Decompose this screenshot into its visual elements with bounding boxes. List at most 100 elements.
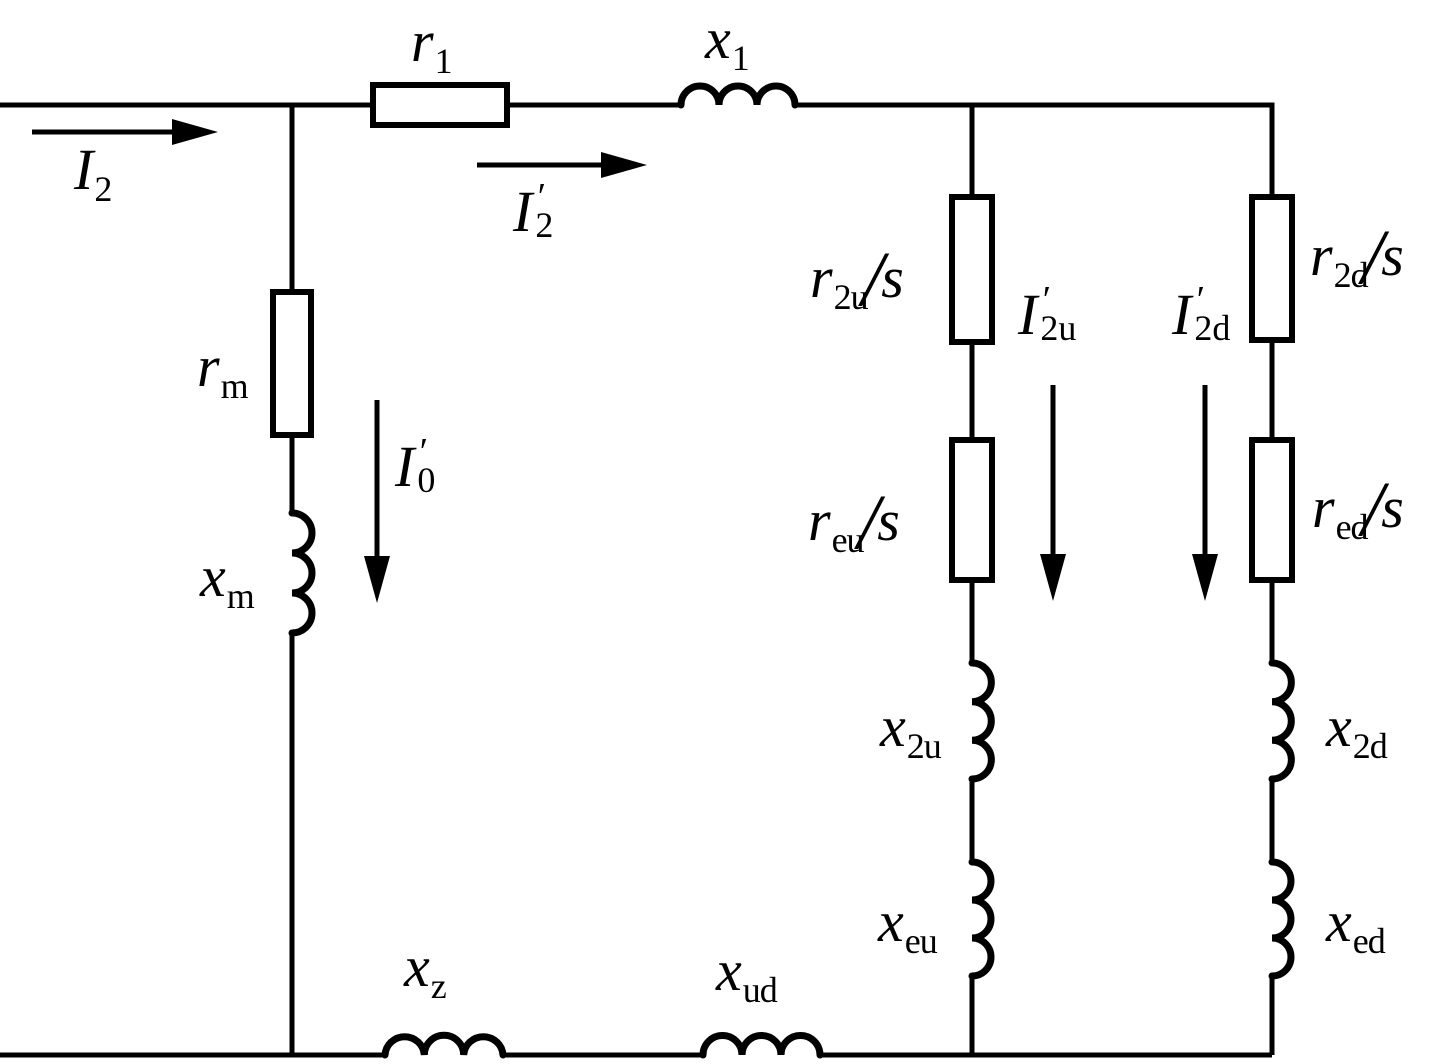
label-i2dp-stack: ′2d: [1194, 279, 1231, 348]
coil-body: [677, 82, 799, 109]
label-i2dp-prime: ′: [1194, 279, 1203, 322]
current-arrow-i2: [32, 119, 218, 145]
label-i2p-stack: ′2: [535, 178, 554, 245]
current-arrow-i0-prime: [364, 400, 390, 603]
label-x2u: x2u: [880, 698, 942, 766]
arrow-head: [601, 152, 647, 178]
label-xeu: xeu: [878, 893, 938, 961]
label-r2us-sub: 2u: [833, 276, 869, 317]
label-red-over-s: red/s: [1312, 470, 1404, 548]
label-r2ds-base: r: [1310, 223, 1333, 289]
label-x2u-base: x: [880, 694, 906, 759]
label-r2d-over-s: r2d/s: [1310, 218, 1404, 296]
label-i2p-sub: 2: [535, 204, 554, 245]
resistor-r1: [370, 82, 510, 128]
inductor-xed: [1268, 858, 1295, 980]
label-xeu-base: x: [878, 889, 904, 954]
label-xed-sub: ed: [1352, 920, 1386, 961]
inductor-x2d: [1268, 659, 1295, 783]
current-arrow-i2u-prime: [1040, 385, 1066, 601]
label-i2: I2: [74, 141, 112, 209]
inductor-x2u: [968, 659, 995, 783]
label-r1-base: r: [411, 9, 434, 74]
label-r2ds-sub: 2d: [1333, 254, 1369, 295]
label-rm-base: r: [197, 334, 220, 399]
label-reu-over-s: reu/s: [808, 483, 900, 561]
label-xed: xed: [1326, 893, 1386, 961]
label-r2ds-slash: /: [1361, 213, 1384, 300]
label-xz: xz: [404, 938, 447, 1006]
resistor-red-s: [1249, 437, 1295, 583]
label-x2d: x2d: [1326, 698, 1388, 766]
inductor-x1: [677, 82, 799, 109]
current-arrow-i2-prime: [477, 152, 647, 178]
label-xm-sub: m: [226, 575, 255, 616]
label-r1-sub: 1: [434, 40, 453, 81]
label-r2us-base: r: [810, 245, 833, 311]
current-arrow-i2d-prime: [1192, 385, 1218, 601]
magnetizing-branch: [270, 105, 316, 1055]
label-xud-sub: ud: [742, 969, 778, 1010]
resistor-r2u-s: [949, 194, 995, 345]
label-i2up-base: I: [1018, 282, 1038, 347]
label-x2d-sub: 2d: [1352, 725, 1388, 766]
arrow-head: [1192, 554, 1218, 601]
resistor-body: [370, 82, 510, 128]
resistor-reu-s: [949, 437, 995, 583]
forward-branch-u: [949, 105, 995, 1055]
label-i2-prime: I′2: [513, 178, 554, 245]
label-i0p-sub: 0: [417, 459, 436, 500]
label-r2us-slash: /: [861, 235, 884, 322]
label-xed-base: x: [1326, 889, 1352, 954]
label-xud-base: x: [716, 938, 742, 1003]
label-i2up-prime: ′: [1040, 279, 1049, 322]
label-r2ds-den: s: [1381, 223, 1404, 289]
label-reus-slash: /: [857, 478, 880, 565]
label-reds-slash: /: [1361, 465, 1384, 552]
label-reds-den: s: [1381, 475, 1404, 541]
backward-branch-d: [1249, 194, 1295, 1055]
resistor-r2d-s: [1249, 194, 1295, 343]
label-i2dp-sub: 2d: [1194, 307, 1231, 348]
label-i2up-stack: ′2u: [1040, 279, 1077, 348]
label-i2dp-base: I: [1172, 282, 1192, 347]
label-r1: r1: [411, 13, 453, 81]
label-i0p-base: I: [395, 434, 415, 499]
inductor-xm: [288, 509, 316, 637]
label-xm: xm: [200, 548, 255, 616]
arrow-head: [172, 119, 218, 145]
label-x1-base: x: [705, 6, 731, 71]
label-i2-base: I: [74, 137, 94, 202]
top-rail-wire: [0, 102, 1275, 197]
label-xm-base: x: [200, 544, 226, 609]
arrow-head: [1040, 554, 1066, 601]
label-reus-base: r: [808, 488, 831, 554]
arrow-head: [364, 556, 390, 603]
label-i0-prime: I′0: [395, 431, 436, 500]
label-xz-sub: z: [430, 965, 447, 1006]
resistor-rm: [270, 289, 314, 438]
label-reds-base: r: [1312, 475, 1335, 541]
wire-segment: [795, 102, 1275, 197]
label-i2u-prime: I′2u: [1018, 279, 1077, 348]
label-i0p-prime: ′: [417, 431, 426, 474]
bottom-rail-wire: [0, 1031, 1272, 1059]
label-reds-sub: ed: [1335, 506, 1369, 547]
label-i2d-prime: I′2d: [1172, 279, 1231, 348]
label-rm: rm: [197, 338, 249, 406]
label-i2-sub: 2: [94, 168, 112, 209]
label-x2d-base: x: [1326, 694, 1352, 759]
label-x1: x1: [705, 10, 750, 78]
inductor-xz: [381, 1031, 507, 1059]
label-x2u-sub: 2u: [906, 725, 942, 766]
inductor-xeu: [968, 858, 995, 980]
label-xeu-sub: eu: [904, 920, 938, 961]
label-i2p-base: I: [513, 179, 533, 244]
label-x1-sub: 1: [731, 37, 750, 78]
label-i2up-sub: 2u: [1040, 307, 1077, 348]
label-xud: xud: [716, 942, 778, 1010]
inductor-xud: [699, 1032, 824, 1059]
label-rm-sub: m: [220, 365, 249, 406]
